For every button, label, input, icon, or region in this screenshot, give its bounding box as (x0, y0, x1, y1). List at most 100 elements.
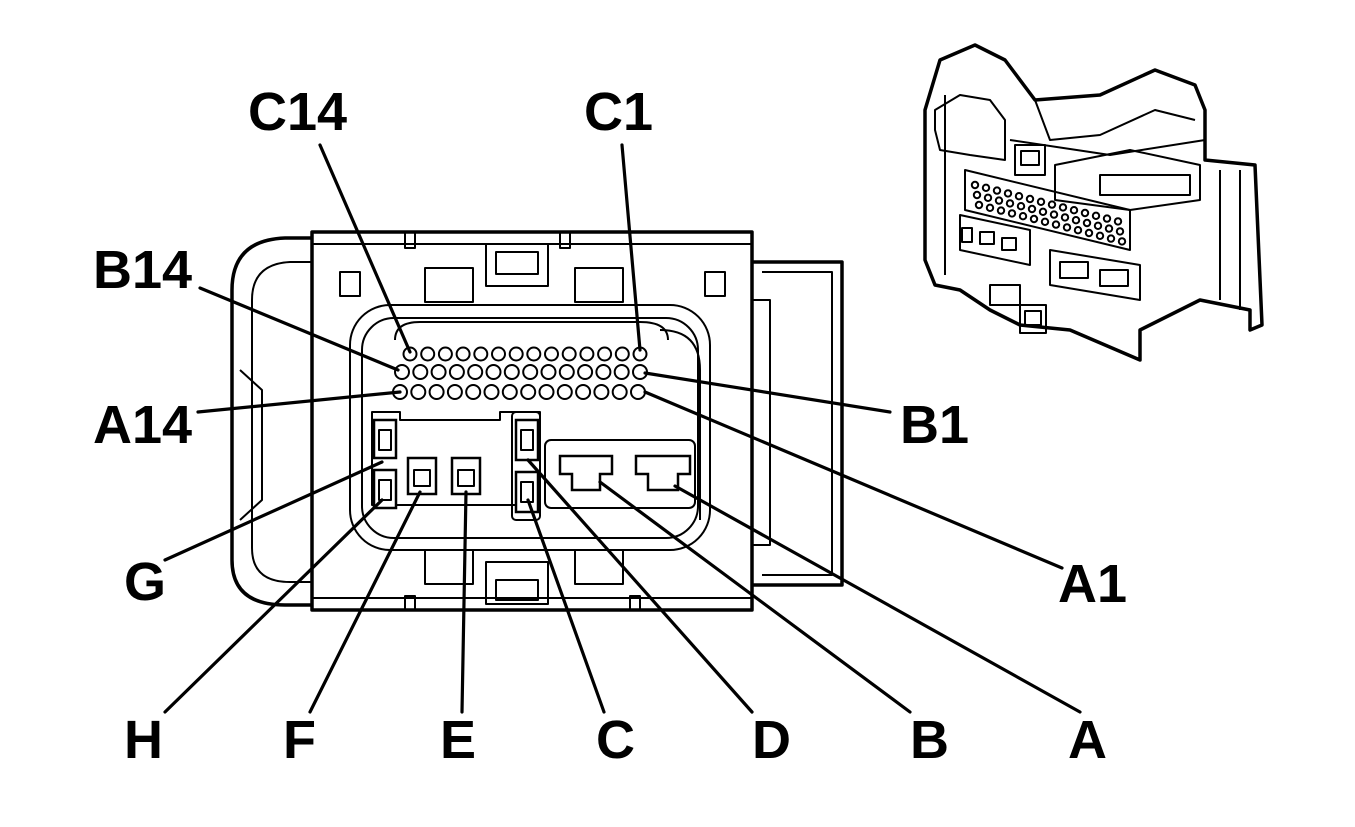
perspective-pin (1047, 200, 1057, 209)
perspective-pin (1113, 217, 1123, 226)
label-b14: B14 (93, 240, 192, 300)
pin-b-5 (558, 364, 575, 380)
label-d: D (752, 710, 791, 770)
perspective-pin (1091, 211, 1101, 221)
perspective-pin (983, 193, 993, 203)
label-a: A (1068, 710, 1107, 770)
cavity-f (406, 456, 438, 496)
pin-c-10 (473, 346, 489, 362)
leader-g (163, 460, 384, 562)
pin-a-1 (630, 384, 646, 400)
perspective-pin (1093, 221, 1103, 231)
leader-c1 (620, 143, 642, 352)
leader-b14 (198, 286, 400, 372)
perspective-pin (1016, 202, 1026, 211)
perspective-pin (992, 186, 1002, 195)
pin-b-3 (595, 364, 612, 380)
pin-b-7 (522, 364, 539, 380)
perspective-pin (1071, 216, 1081, 225)
perspective-pin (996, 206, 1006, 215)
pin-c-13 (420, 346, 436, 362)
label-e: E (440, 710, 476, 770)
perspective-pin (1038, 207, 1048, 217)
pin-b-13 (412, 364, 429, 380)
perspective-pin (994, 196, 1004, 205)
leader-b1 (643, 371, 892, 414)
pin-a-2 (611, 384, 628, 400)
label-b: B (910, 710, 949, 770)
pin-b-8 (503, 364, 520, 380)
pin-b-14 (394, 364, 410, 380)
labels: C14 C1 B14 B1 A14 A1 G H F E C D B A (93, 82, 1127, 770)
perspective-pin (985, 203, 995, 213)
label-h: H (124, 710, 163, 770)
pin-row-c (402, 346, 648, 362)
perspective-pin (1058, 203, 1068, 212)
pin-c-6 (544, 346, 559, 362)
cavity-g (372, 418, 398, 460)
leader-a1 (643, 390, 1064, 570)
cavity-e (450, 456, 482, 496)
cavity-c (514, 470, 540, 514)
pin-c-12 (437, 346, 453, 362)
cavity-a (634, 454, 692, 492)
pin-c-3 (597, 346, 613, 362)
pin-c-8 (508, 346, 524, 362)
pin-a-10 (465, 384, 482, 400)
perspective-pin (1115, 227, 1125, 236)
leader-f (308, 490, 422, 714)
perspective-pin (1095, 231, 1105, 241)
pin-c-5 (561, 346, 577, 362)
pin-a-11 (446, 384, 463, 400)
perspective-pin (1060, 213, 1070, 222)
leader-b (598, 480, 912, 714)
perspective-pin (1082, 218, 1092, 228)
perspective-pin (1117, 237, 1127, 246)
pin-a-3 (593, 384, 610, 400)
perspective-pin (1106, 234, 1116, 243)
perspective-pin (1073, 226, 1083, 235)
perspective-pins (970, 180, 1127, 246)
leader-a (673, 484, 1082, 714)
perspective-pin (970, 180, 980, 190)
pin-b-12 (430, 364, 447, 380)
pin-a-8 (501, 384, 518, 400)
perspective-pin (1025, 194, 1035, 204)
pin-a-9 (483, 384, 500, 400)
label-c14: C14 (248, 82, 347, 142)
perspective-pin (1036, 197, 1046, 207)
leader-lines (163, 143, 1082, 714)
pin-c-9 (491, 346, 506, 362)
pin-row-b (394, 364, 648, 380)
perspective-pin (974, 200, 984, 210)
leader-a14 (196, 390, 402, 414)
pin-c-4 (579, 346, 595, 362)
perspective-pin (1040, 217, 1050, 227)
perspective-pin (1003, 189, 1013, 198)
pin-c-14 (402, 346, 418, 362)
pin-b-2 (613, 364, 630, 380)
connector-perspective-view (923, 43, 1264, 362)
label-a14: A14 (93, 395, 192, 455)
pin-a-5 (556, 384, 573, 400)
perspective-pin (1084, 228, 1094, 238)
perspective-pin (1049, 210, 1059, 219)
pin-row-a (392, 384, 646, 400)
leader-h (163, 498, 384, 714)
perspective-pin (972, 190, 982, 200)
pin-a-13 (410, 384, 427, 400)
pin-c-2 (614, 346, 630, 362)
pin-b-6 (540, 364, 557, 380)
perspective-pin (1051, 220, 1061, 229)
label-c: C (596, 710, 635, 770)
cavity-d (514, 418, 540, 462)
perspective-pin (1080, 208, 1090, 218)
pin-b-11 (448, 364, 465, 380)
perspective-pin (981, 183, 991, 193)
perspective-pin (1014, 192, 1024, 201)
pin-a-7 (520, 384, 537, 400)
connector-face-view (230, 230, 844, 612)
pin-a-4 (575, 384, 592, 400)
perspective-pin (1029, 214, 1039, 224)
